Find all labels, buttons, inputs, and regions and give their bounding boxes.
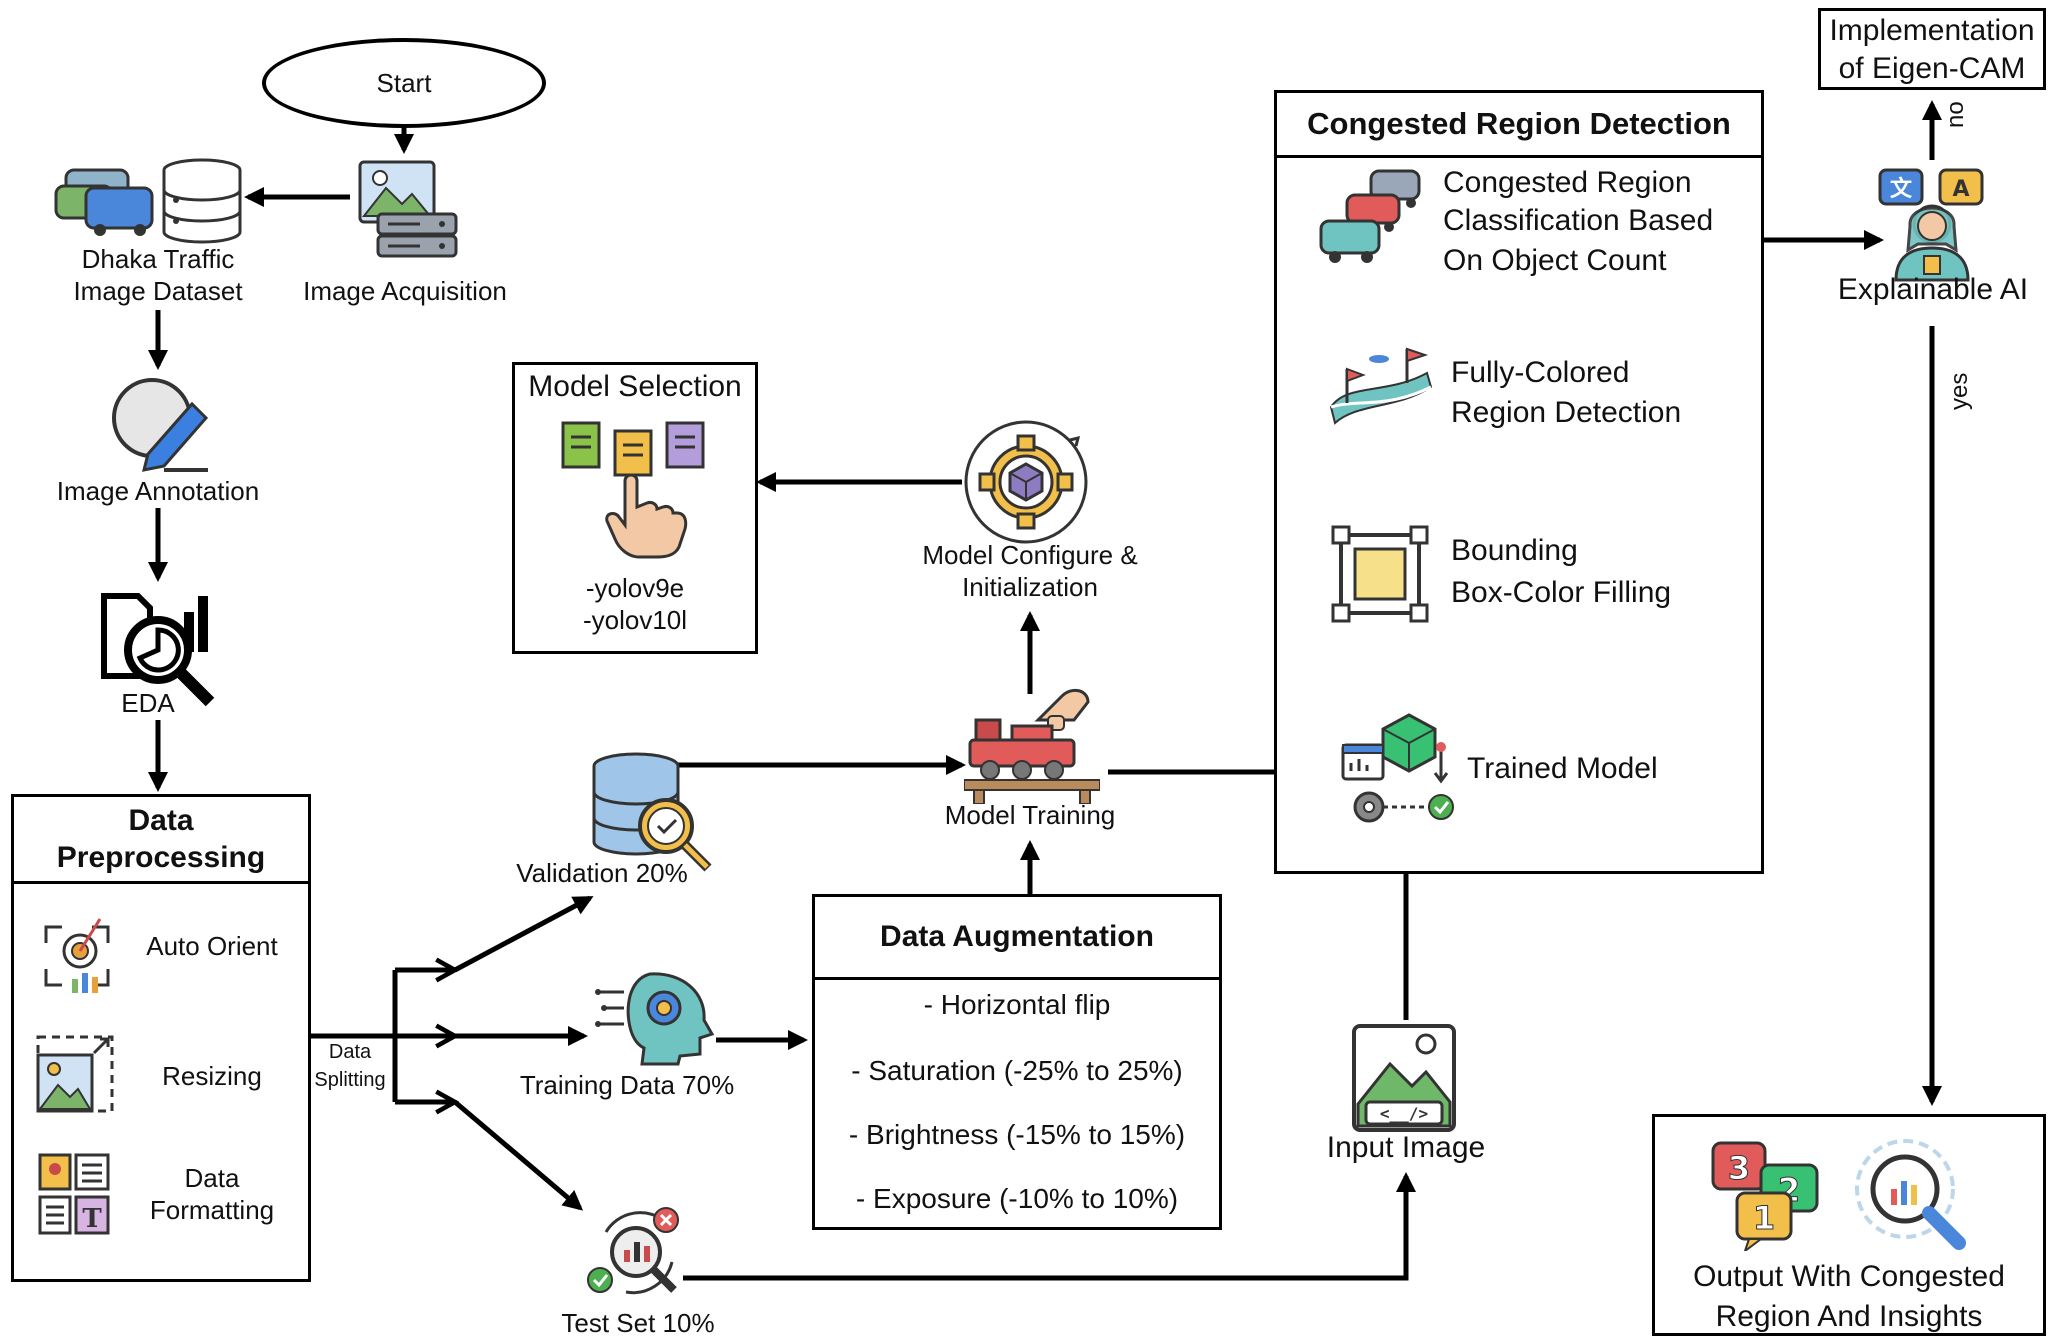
svg-text:1: 1	[1753, 1199, 1775, 1237]
decision-yes-label: yes	[1946, 372, 1973, 410]
start-terminal: Start	[262, 38, 546, 128]
model-option-yolov9e: -yolov9e	[585, 573, 685, 603]
model-option-yolov10l: -yolov10l	[582, 605, 688, 635]
data-formatting-label-2: Formatting	[149, 1195, 275, 1225]
validation-label: Validation 20%	[516, 858, 688, 888]
output-label-2: Region And Insights	[1715, 1300, 1983, 1333]
augmentation-item: - Horizontal flip	[923, 989, 1111, 1020]
ranked-chat-icon: 3 2 1	[1711, 1141, 1819, 1251]
validation-database-icon	[592, 752, 712, 872]
augmentation-item: - Brightness (-15% to 15%)	[848, 1119, 1186, 1150]
test-set-label: Test Set 10%	[561, 1308, 715, 1338]
explainable-ai-person-icon: 文 A	[1878, 168, 1984, 282]
data-splitting-label-2: Splitting	[314, 1069, 386, 1091]
output-label-1: Output With Congested	[1693, 1260, 2005, 1293]
arrow-to-test	[453, 1100, 584, 1211]
fully-colored-label-1: Fully-Colored	[1451, 356, 1630, 389]
svg-text:3: 3	[1728, 1149, 1750, 1187]
auto-orient-label: Auto Orient	[146, 931, 278, 961]
eigen-cam-label-2: of Eigen-CAM	[1838, 52, 2026, 85]
test-chart-icon	[587, 1207, 679, 1295]
explainable-ai-label: Explainable AI	[1837, 273, 2029, 306]
augmentation-header: Data Augmentation	[815, 897, 1219, 980]
eigen-cam-label-1: Implementation	[1829, 14, 2035, 47]
model-selection-box: Model Selection -yolov9e -yolov10l	[512, 362, 758, 654]
data-augmentation-box: Data Augmentation - Horizontal flip - Sa…	[812, 894, 1222, 1230]
eigen-cam-box: Implementation of Eigen-CAM	[1818, 8, 2046, 90]
svg-text:<__/>: <__/>	[1380, 1104, 1428, 1123]
classification-label-2: Classification Based	[1443, 204, 1714, 237]
congested-cars-icon	[1319, 169, 1421, 263]
image-annotation-label: Image Annotation	[56, 476, 260, 506]
data-formatting-label-1: Data	[184, 1163, 240, 1193]
eda-magnifier-icon	[101, 593, 215, 707]
arrow-to-validation	[453, 895, 594, 973]
data-preprocessing-box: Data Preprocessing Auto Orient Resizing …	[11, 794, 311, 1282]
model-training-train-icon	[964, 688, 1100, 804]
data-splitting-label-1: Data	[328, 1041, 372, 1063]
svg-text:文: 文	[1890, 176, 1913, 202]
model-training-label: Model Training	[944, 800, 1116, 830]
arrow-test-input	[683, 1172, 1416, 1281]
image-acquisition-label: Image Acquisition	[303, 276, 507, 306]
input-image-label: Input Image	[1326, 1131, 1486, 1164]
data-formatting-icon: T	[38, 1153, 110, 1235]
trained-model-cube-icon	[1341, 713, 1454, 823]
hand-select-icon	[561, 421, 705, 559]
resize-icon	[36, 1035, 114, 1113]
fully-colored-label-2: Region Detection	[1451, 396, 1682, 429]
resizing-label: Resizing	[162, 1061, 262, 1091]
dataset-label-2: Image Dataset	[73, 276, 243, 306]
training-data-label: Training Data 70%	[519, 1070, 735, 1100]
auto-orient-icon	[44, 918, 110, 993]
augmentation-item: - Saturation (-25% to 25%)	[851, 1055, 1183, 1086]
dataset-label-1: Dhaka Traffic	[81, 244, 235, 274]
input-image-icon: <__/>	[1352, 1024, 1456, 1132]
bbox-label-2: Box-Color Filling	[1451, 576, 1672, 609]
model-configure-label-2: Initialization	[962, 572, 1098, 602]
eda-label: EDA	[121, 688, 175, 718]
svg-text:A: A	[1952, 177, 1969, 202]
preprocessing-header: Data Preprocessing	[14, 797, 308, 884]
trained-model-label: Trained Model	[1467, 752, 1658, 785]
decision-no-label: no	[1942, 101, 1969, 128]
gear-cube-icon	[964, 420, 1088, 544]
annotation-pen-icon	[112, 378, 209, 472]
preprocessing-title-1: Data	[128, 803, 194, 837]
congested-header: Congested Region Detection	[1277, 93, 1761, 158]
insights-magnifier-icon	[1855, 1139, 1966, 1250]
bbox-label-1: Bounding	[1451, 534, 1578, 567]
svg-text:T: T	[82, 1204, 102, 1234]
bounding-box-icon	[1331, 525, 1429, 623]
classification-label-1: Congested Region	[1443, 166, 1692, 199]
augmentation-item: - Exposure (-10% to 10%)	[855, 1183, 1179, 1214]
preprocessing-title-2: Preprocessing	[56, 841, 266, 874]
image-server-icon	[358, 160, 458, 258]
region-flags-icon	[1329, 347, 1433, 425]
classification-label-3: On Object Count	[1443, 244, 1667, 277]
model-configure-label-1: Model Configure &	[922, 540, 1138, 570]
congested-region-box: Congested Region Detection Congested Reg…	[1274, 90, 1764, 874]
start-label: Start	[376, 67, 432, 98]
cars-database-icon	[54, 158, 242, 244]
output-box: 3 2 1 Output With Congested Region And I…	[1652, 1114, 2046, 1336]
training-head-icon	[595, 972, 715, 1066]
model-selection-title: Model Selection	[528, 370, 742, 403]
